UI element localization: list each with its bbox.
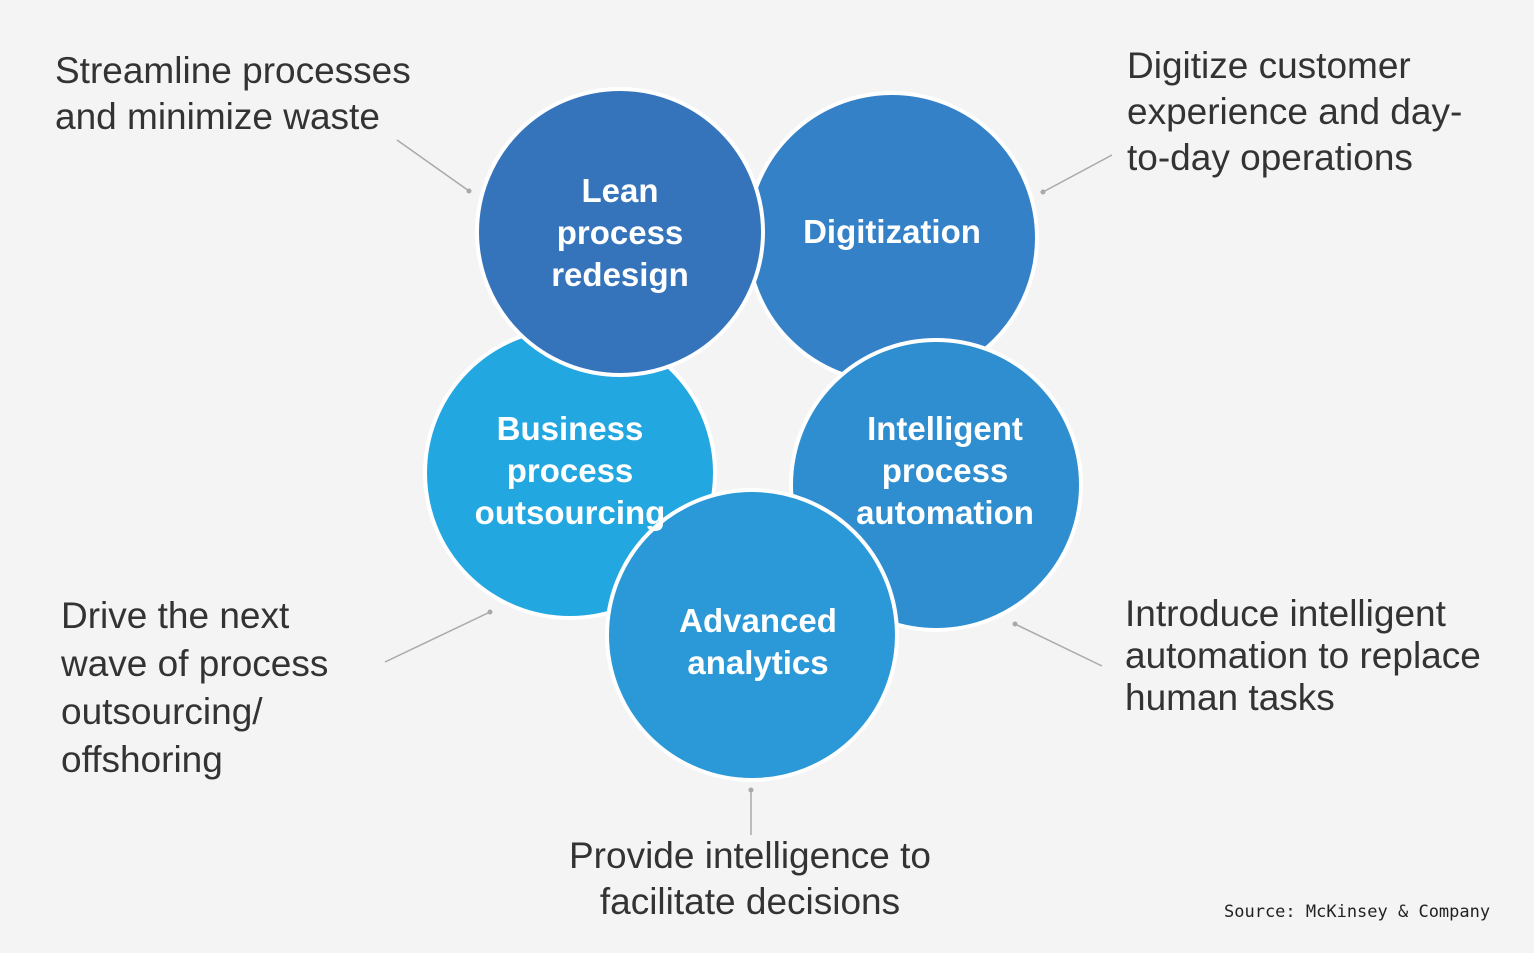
circle-label-digitization: Digitization: [803, 213, 981, 250]
circle-label-lean: Lean process redesign: [551, 172, 689, 293]
connector-ipa: [1012, 621, 1103, 667]
description-digitization: Digitize customer experience and day- to…: [1127, 45, 1463, 178]
circle-label-ipa: Intelligent process automation: [856, 410, 1034, 531]
connector-bpo: [384, 609, 493, 663]
connector-digitization: [1040, 154, 1113, 195]
circle-lean: [475, 87, 765, 377]
description-bpo: Drive the next wave of process outsourci…: [61, 595, 329, 780]
description-lean: Streamline processes and minimize waste: [55, 50, 411, 137]
connector-lean: [396, 139, 472, 194]
description-analytics: Provide intelligence to facilitate decis…: [569, 835, 931, 922]
circle-analytics: [605, 488, 899, 782]
circle-label-bpo: Business process outsourcing: [474, 410, 666, 531]
connector-analytics: [748, 787, 754, 835]
description-ipa: Introduce intelligent automation to repl…: [1125, 593, 1481, 718]
circle-label-analytics: Advanced analytics: [679, 602, 837, 681]
source-note: Source: McKinsey & Company: [1224, 902, 1491, 922]
